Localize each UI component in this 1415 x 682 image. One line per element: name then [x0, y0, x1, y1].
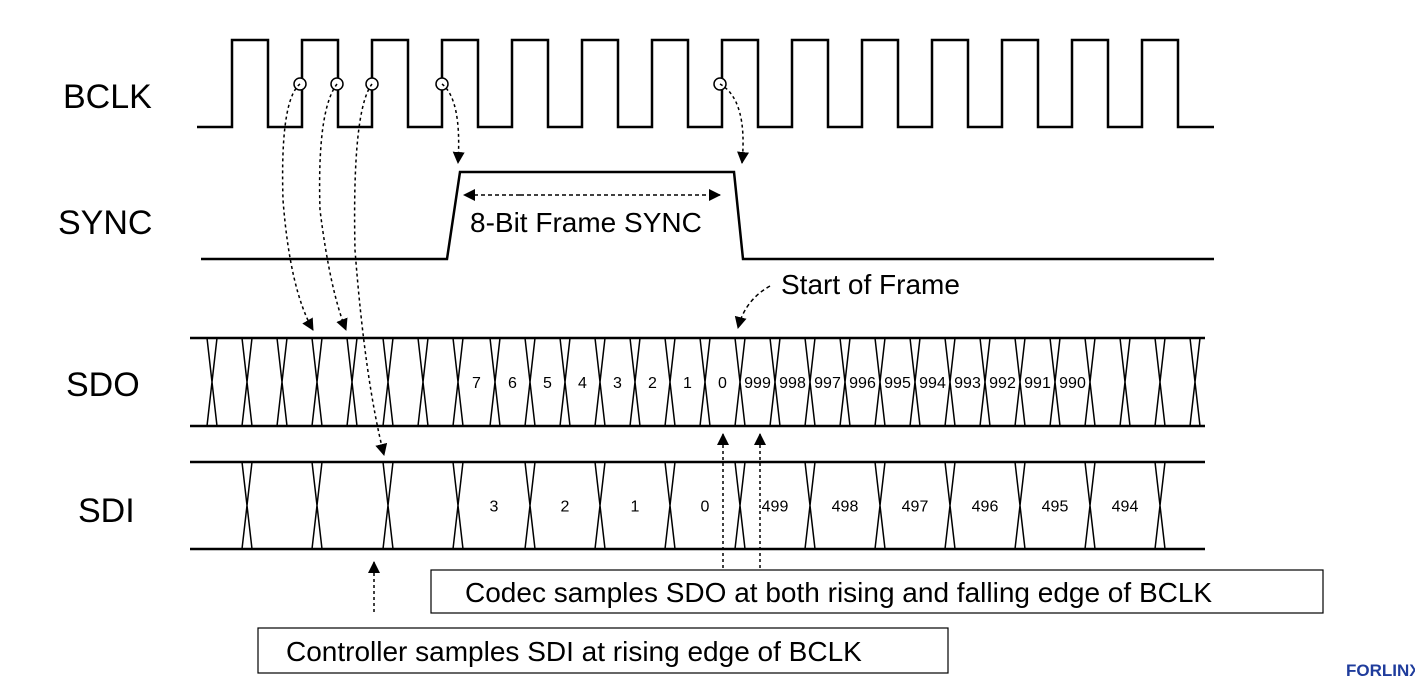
sync-rise-arrow [441, 83, 465, 164]
bus-transition [699, 337, 711, 427]
sdo-sample-arrow [318, 83, 348, 331]
bus-value: 999 [744, 375, 771, 392]
bus-transition [594, 461, 606, 550]
bus-transition [804, 337, 816, 427]
bus-transition [874, 461, 886, 550]
sdo-bus [190, 336, 1205, 428]
bus-value: 499 [762, 499, 789, 516]
bus-value: 494 [1112, 499, 1139, 516]
bus-value: 1 [683, 375, 692, 392]
bus-transition [769, 337, 781, 427]
bus-transition [417, 337, 429, 427]
sync-fall-arrow [719, 83, 750, 164]
bus-transition [276, 337, 288, 427]
bus-transition [382, 461, 394, 550]
controller-note: Controller samples SDI at rising edge of… [286, 636, 862, 667]
bus-transition [452, 337, 464, 427]
bus-transition [664, 337, 676, 427]
bus-value: 3 [613, 375, 622, 392]
frame-sync-label: 8-Bit Frame SYNC [470, 207, 702, 238]
codec-note-box [430, 569, 1324, 614]
bus-value: 498 [832, 499, 859, 516]
bus-value: 997 [814, 375, 841, 392]
bus-transition [839, 337, 851, 427]
sampling-arrows [281, 83, 766, 612]
bus-transition [1084, 337, 1096, 427]
bus-value: 4 [578, 375, 587, 392]
bus-transition [489, 337, 501, 427]
bus-transition [241, 337, 253, 427]
forlinx-watermark: FORLINX [1346, 661, 1415, 680]
bus-value: 991 [1024, 375, 1051, 392]
bus-value: 993 [954, 375, 981, 392]
sdo-sample-arrow [281, 83, 314, 331]
bus-transition [1049, 337, 1061, 427]
bus-value: 995 [884, 375, 911, 392]
bus-value: 2 [561, 499, 570, 516]
bus-transition [1189, 337, 1201, 427]
sdi-bus [190, 460, 1205, 551]
sync-waveform [201, 170, 1214, 261]
bus-transition [1014, 337, 1026, 427]
bus-value: 998 [779, 375, 806, 392]
bus-transition [1014, 461, 1026, 550]
bus-value: 992 [989, 375, 1016, 392]
bus-value: 2 [648, 375, 657, 392]
start-of-frame-label: Start of Frame [781, 269, 960, 300]
start-of-frame-arrow [734, 285, 771, 329]
bus-value: 495 [1042, 499, 1069, 516]
bus-value: 994 [919, 375, 946, 392]
bus-value: 5 [543, 375, 552, 392]
bus-transition [1154, 461, 1166, 550]
bclk-waveform [197, 38, 1214, 129]
bus-value: 0 [718, 375, 727, 392]
sdo-label: SDO [66, 366, 140, 404]
bus-transition [804, 461, 816, 550]
controller-note-box [257, 627, 949, 674]
bclk-label: BCLK [63, 78, 152, 116]
bus-value: 7 [472, 375, 481, 392]
bus-value: 1 [631, 499, 640, 516]
codec-note: Codec samples SDO at both rising and fal… [465, 577, 1212, 608]
bus-transition [944, 337, 956, 427]
bus-value: 3 [490, 499, 499, 516]
bus-transition [346, 337, 358, 427]
bus-transition [909, 337, 921, 427]
bus-transition [629, 337, 641, 427]
bus-value: 0 [701, 499, 710, 516]
bus-transition [1084, 461, 1096, 550]
sdi-label: SDI [78, 492, 135, 530]
bus-transition [664, 461, 676, 550]
bus-value: 990 [1059, 375, 1086, 392]
bus-transition [311, 337, 323, 427]
bus-transition [206, 337, 218, 427]
bus-transition [559, 337, 571, 427]
bus-transition [1119, 337, 1131, 427]
bus-value: 6 [508, 375, 517, 392]
bus-transition [874, 337, 886, 427]
bus-transition [734, 461, 746, 550]
bus-transition [311, 461, 323, 550]
bus-transition [524, 337, 536, 427]
bus-transition [524, 461, 536, 550]
bus-value: 497 [902, 499, 929, 516]
sdi-sample-arrow [353, 83, 388, 456]
bus-value: 996 [849, 375, 876, 392]
bus-transition [241, 461, 253, 550]
bus-transition [382, 337, 394, 427]
bus-transition [734, 337, 746, 427]
bclk-sample-markers [293, 77, 727, 91]
bus-transition [452, 461, 464, 550]
sync-label: SYNC [58, 204, 152, 242]
bus-transition [594, 337, 606, 427]
bus-value: 496 [972, 499, 999, 516]
bus-transition [979, 337, 991, 427]
bus-transition [1154, 337, 1166, 427]
bus-transition [944, 461, 956, 550]
